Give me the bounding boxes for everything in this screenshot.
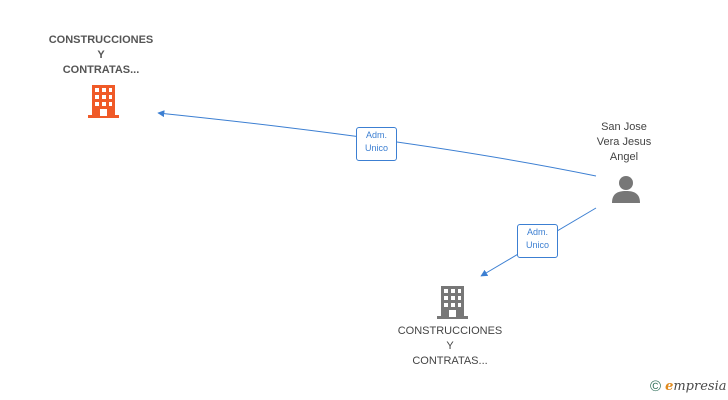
brand-watermark: © empresia (650, 378, 726, 395)
brand-logo: empresia (665, 379, 727, 394)
person-icon[interactable] (612, 176, 640, 203)
person-name-label[interactable]: San Jose Vera Jesus Angel (596, 121, 652, 163)
copyright-icon: © (650, 378, 662, 395)
edge-line-person-to-top-company (157, 110, 597, 177)
relation-badge[interactable]: Adm. Unico (517, 224, 558, 258)
company-name-label[interactable]: CONSTRUCCIONES Y CONTRATAS... (397, 325, 503, 367)
building-icon[interactable] (437, 286, 468, 319)
company-name-label[interactable]: CONSTRUCCIONES Y CONTRATAS... (48, 34, 154, 76)
relation-badge[interactable]: Adm. Unico (356, 127, 397, 161)
building-icon[interactable] (88, 85, 119, 118)
